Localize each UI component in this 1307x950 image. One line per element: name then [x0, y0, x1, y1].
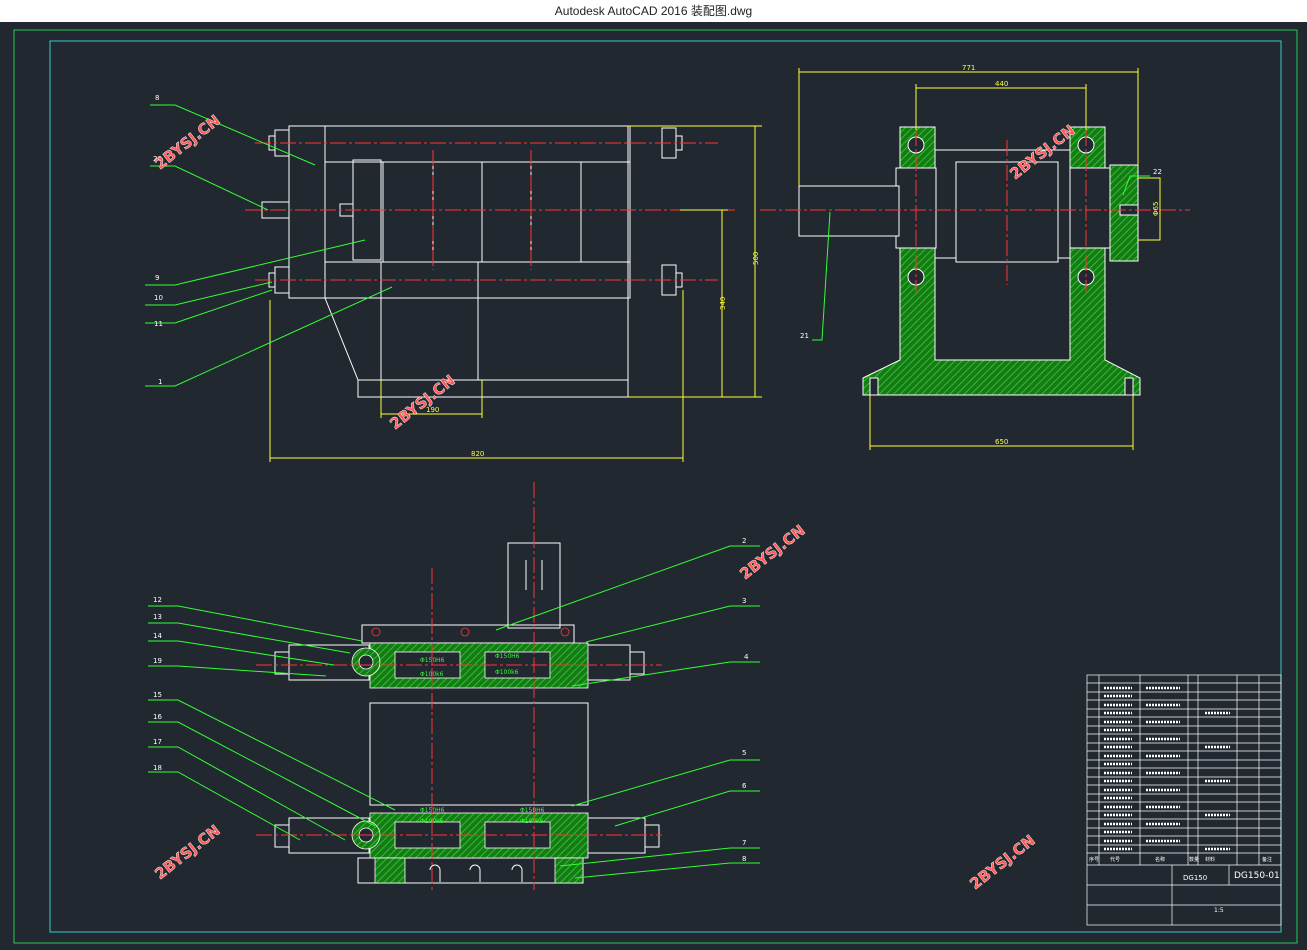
- fit-8: Φ100k6: [520, 818, 544, 825]
- side-view-centerlines: [760, 130, 1190, 292]
- drawing-number: DG150-01: [1234, 871, 1280, 881]
- label-15: 15: [153, 691, 162, 699]
- bom-header-material: 材料: [1205, 856, 1215, 863]
- side-view-leaders: [812, 175, 1150, 341]
- fit-2: Φ100k6: [420, 671, 444, 678]
- side-view-dimensions: [798, 68, 1161, 450]
- fit-1: Φ150H6: [420, 657, 445, 664]
- label-21: 21: [800, 332, 809, 340]
- assembly-title: DG150: [1183, 874, 1207, 882]
- label-16: 16: [153, 713, 162, 721]
- window-title: Autodesk AutoCAD 2016 装配图.dwg: [0, 0, 1307, 22]
- top-view[interactable]: [261, 125, 683, 398]
- label-9: 9: [155, 274, 159, 282]
- label-17: 17: [153, 738, 162, 746]
- bom-header-name: 名称: [1155, 856, 1165, 863]
- bottom-view-leaders: [148, 545, 760, 879]
- fit-7: Φ150H6: [520, 807, 545, 814]
- title-block[interactable]: [1086, 674, 1282, 926]
- label-6: 6: [742, 782, 747, 790]
- bom-header-no: 序号: [1089, 856, 1099, 863]
- label-4: 4: [744, 653, 749, 661]
- top-view-dimensions: [269, 125, 762, 462]
- bom-rows: [1104, 686, 1230, 851]
- dim-height-340: 340: [719, 297, 727, 310]
- dim-inner-190: 190: [426, 406, 439, 414]
- label-14: 14: [153, 632, 162, 640]
- dim-shaft-dia: Φ65: [1152, 202, 1160, 216]
- inner-frame: [49, 40, 1282, 933]
- fit-6: Φ100k6: [420, 818, 444, 825]
- label-8-bottom: 8: [742, 855, 746, 863]
- fit-5: Φ150H6: [420, 807, 445, 814]
- label-13: 13: [153, 613, 162, 621]
- watermark-1: 2BYSJ.CN: [151, 111, 223, 173]
- dim-771: 771: [962, 64, 975, 72]
- dim-650: 650: [995, 438, 1008, 446]
- dim-overall-width: 820: [471, 450, 484, 458]
- dim-overall-height: 500: [752, 252, 760, 265]
- label-11: 11: [154, 320, 163, 328]
- label-20: 20: [153, 155, 162, 163]
- label-2: 2: [742, 537, 746, 545]
- watermark-4: 2BYSJ.CN: [736, 521, 808, 583]
- top-view-leaders: [145, 104, 393, 387]
- bottom-view-centerlines: [256, 482, 662, 890]
- bottom-view-hatched-bearings: [351, 627, 589, 884]
- watermark-5: 2BYSJ.CN: [151, 821, 223, 883]
- label-12: 12: [153, 596, 162, 604]
- label-5: 5: [742, 749, 746, 757]
- outer-frame: [13, 29, 1298, 944]
- scale: 1:5: [1214, 907, 1224, 914]
- watermark-6: 2BYSJ.CN: [966, 831, 1038, 893]
- top-view-centerlines: [245, 142, 735, 281]
- label-19: 19: [153, 657, 162, 665]
- label-22: 22: [1153, 168, 1162, 176]
- label-8-top: 8: [155, 94, 159, 102]
- bom-header-qty: 数量: [1189, 856, 1199, 863]
- cad-drawing-canvas[interactable]: 500 340 820 190 8 20 9 10 11 1: [0, 22, 1307, 950]
- label-3: 3: [742, 597, 746, 605]
- watermark-3: 2BYSJ.CN: [386, 371, 458, 433]
- label-1: 1: [158, 378, 162, 386]
- side-view[interactable]: [798, 126, 1141, 396]
- label-7: 7: [742, 839, 746, 847]
- bom-header-remark: 备注: [1262, 856, 1272, 863]
- fit-4: Φ100k6: [495, 669, 519, 676]
- dim-440: 440: [995, 80, 1008, 88]
- label-10: 10: [154, 294, 163, 302]
- fit-3: Φ150H6: [495, 653, 520, 660]
- label-18: 18: [153, 764, 162, 772]
- bom-header-code: 代号: [1110, 856, 1120, 863]
